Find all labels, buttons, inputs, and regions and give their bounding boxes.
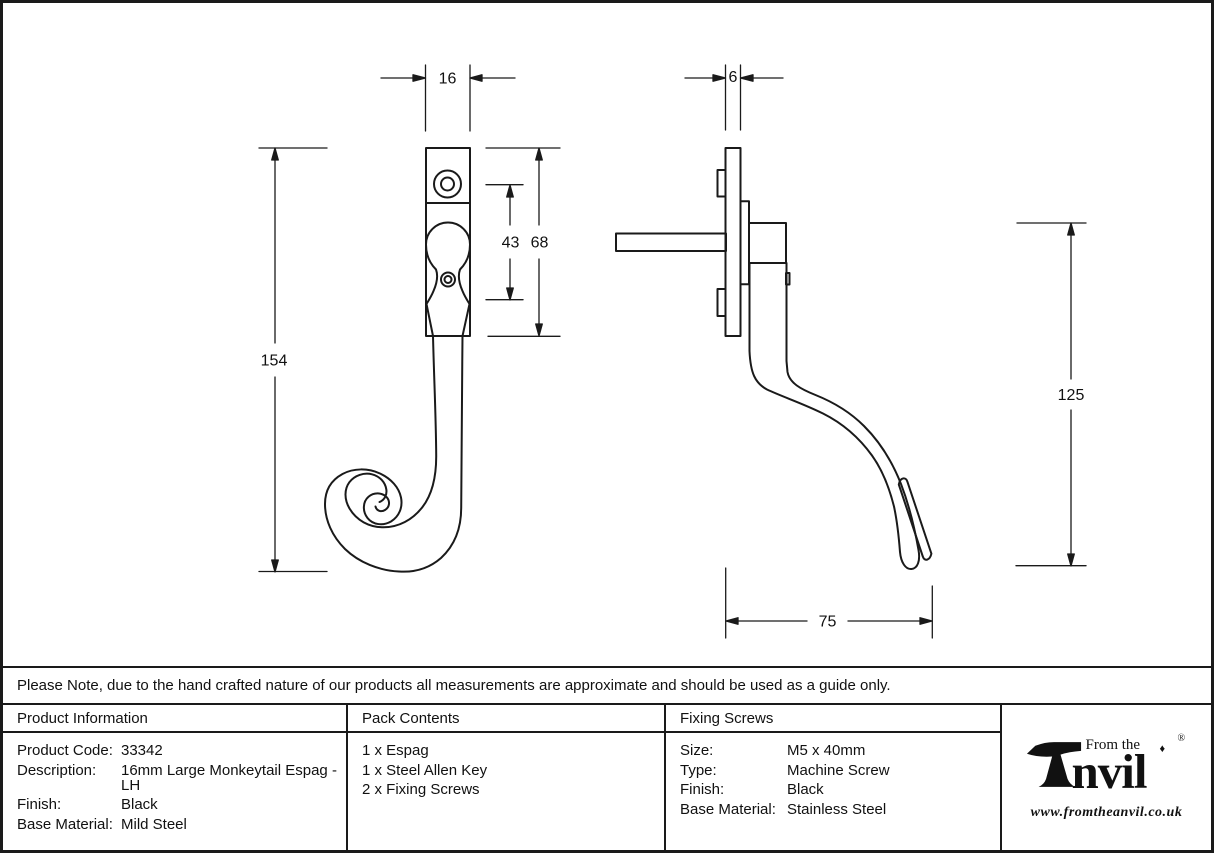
side-handle-slot — [897, 477, 933, 561]
list-item: 1 x Steel Allen Key — [362, 763, 664, 778]
drawing-area: 16 6 43 68 154 125 75 — [258, 64, 1087, 639]
row-label: Finish: — [17, 796, 62, 813]
dim-front-total-height: 154 — [261, 353, 288, 370]
brand-logo-cell: From the ♦ ® nvil www.fromtheanvil.co.uk — [1002, 705, 1211, 850]
logo-from-the-text: From the — [1085, 736, 1141, 753]
fixing-screws-column: Fixing Screws Size: M5 x 40mm Type: Mach… — [666, 705, 1002, 850]
side-lug-top — [716, 169, 727, 198]
side-neck-block — [748, 222, 787, 264]
note-bar: Please Note, due to the hand crafted nat… — [3, 668, 1211, 705]
dim-side-thickness: 6 — [729, 69, 738, 86]
table-row: Description: 16mm Large Monkeytail Espag… — [17, 763, 346, 793]
row-value: Machine Screw — [787, 761, 890, 779]
from-the-anvil-logo: From the ♦ ® nvil — [1026, 732, 1188, 801]
info-panel: Please Note, due to the hand crafted nat… — [3, 666, 1211, 850]
pack-contents-header: Pack Contents — [348, 705, 664, 733]
logo-wordmark: nvil — [1071, 743, 1148, 799]
front-view — [324, 147, 471, 573]
table-row: Type: Machine Screw — [680, 763, 1000, 778]
front-body-outline — [425, 221, 471, 337]
row-label: Product Code: — [17, 742, 113, 759]
pack-item: 1 x Espag — [362, 742, 429, 759]
row-value: 33342 — [121, 742, 163, 759]
front-plate — [425, 147, 471, 337]
row-label: Size: — [680, 742, 714, 759]
logo-website-url: www.fromtheanvil.co.uk — [1030, 804, 1183, 820]
logo-diamond-icon: ♦ — [1159, 742, 1166, 755]
table-row: Base Material: Stainless Steel — [680, 802, 1000, 817]
list-item: 1 x Espag — [362, 743, 664, 758]
pack-contents-column: Pack Contents 1 x Espag 1 x Steel Allen … — [348, 705, 666, 850]
pack-item: 2 x Fixing Screws — [362, 781, 480, 798]
spec-table: Product Information Product Code: 33342 … — [3, 705, 1211, 850]
dim-front-plate-height: 68 — [531, 235, 549, 252]
row-label: Finish: — [680, 781, 725, 798]
dim-side-drop: 125 — [1058, 387, 1085, 404]
row-label: Base Material: — [680, 800, 776, 818]
side-handle-outline — [748, 262, 921, 570]
row-value: Mild Steel — [121, 815, 187, 833]
row-value: Stainless Steel — [787, 800, 887, 818]
dim-front-width: 16 — [439, 71, 457, 88]
table-row: Finish: Black — [17, 797, 346, 812]
dim-front-inner-height: 43 — [502, 235, 520, 252]
front-grub-screw-outer — [440, 271, 456, 288]
monkeytail-outer-curve — [324, 335, 464, 573]
pack-item: 1 x Steel Allen Key — [362, 761, 488, 779]
side-plate — [724, 147, 742, 337]
dim-side-reach: 75 — [819, 614, 837, 631]
registered-trademark-icon: ® — [1177, 732, 1186, 744]
row-value: Black — [787, 781, 824, 798]
table-row: Finish: Black — [680, 782, 1000, 797]
side-view — [615, 147, 933, 570]
row-value: Black — [121, 796, 158, 813]
table-row: Product Code: 33342 — [17, 743, 346, 758]
monkeytail-inner-curve — [344, 335, 438, 529]
row-label: Base Material: — [17, 815, 113, 833]
side-washer — [739, 200, 750, 286]
dimension-lines — [258, 64, 1087, 639]
row-label: Type: — [680, 761, 717, 779]
front-screw-hole-inner — [440, 176, 455, 192]
anvil-icon — [1026, 741, 1081, 787]
side-spindle — [615, 232, 727, 252]
row-value: 16mm Large Monkeytail Espag - LH — [121, 761, 337, 794]
table-row: Size: M5 x 40mm — [680, 743, 1000, 758]
fixing-screws-header: Fixing Screws — [666, 705, 1000, 733]
product-information-header: Product Information — [3, 705, 346, 733]
dimension-labels: 16 6 43 68 154 125 75 — [261, 69, 1085, 631]
list-item: 2 x Fixing Screws — [362, 782, 664, 797]
side-lug-bottom — [716, 288, 727, 317]
table-row: Base Material: Mild Steel — [17, 817, 346, 832]
row-label: Description: — [17, 761, 97, 779]
front-grub-screw-inner — [443, 275, 453, 284]
note-text: Please Note, due to the hand crafted nat… — [17, 677, 891, 694]
row-value: M5 x 40mm — [787, 742, 866, 759]
front-screw-hole-outer — [433, 169, 462, 199]
product-information-column: Product Information Product Code: 33342 … — [3, 705, 348, 850]
